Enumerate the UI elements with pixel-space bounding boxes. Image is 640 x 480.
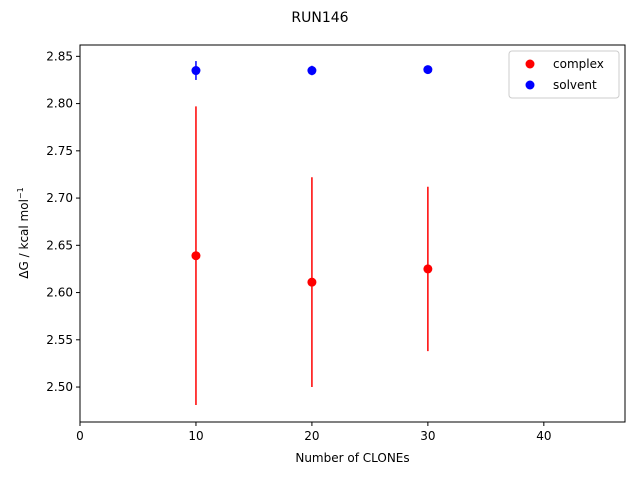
plot-area (79, 44, 626, 423)
y-tick-label: 2.70 (46, 191, 73, 205)
x-tick-label: 20 (304, 429, 319, 443)
solvent-point (191, 66, 201, 76)
x-tick-label: 40 (536, 429, 551, 443)
legend: complex solvent (508, 50, 620, 99)
axes-frame (79, 44, 626, 423)
complex-point (423, 264, 433, 274)
x-tick-label: 0 (76, 429, 84, 443)
y-tick-label: 2.55 (46, 333, 73, 347)
legend-marker-complex (525, 59, 535, 69)
complex-point (191, 251, 201, 261)
y-tick-label: 2.80 (46, 97, 73, 111)
y-axis: 2.50 2.55 2.60 2.65 2.70 2.75 2.80 2.85 (46, 49, 80, 394)
x-axis: 0 10 20 30 40 (76, 422, 551, 443)
chart-title: RUN146 (291, 10, 348, 26)
data-marks (191, 61, 433, 405)
x-axis-label: Number of CLONEs (295, 451, 409, 465)
legend-frame (508, 50, 620, 99)
x-tick-label: 30 (420, 429, 435, 443)
legend-marker-solvent (525, 80, 535, 90)
y-tick-label: 2.60 (46, 286, 73, 300)
y-tick-label: 2.65 (46, 238, 73, 252)
y-axis-label-superscript: −1 (16, 187, 25, 199)
solvent-point (423, 65, 433, 75)
solvent-point (307, 66, 317, 76)
complex-point (307, 277, 317, 287)
y-tick-label: 2.75 (46, 144, 73, 158)
y-tick-label: 2.50 (46, 380, 73, 394)
legend-label-solvent: solvent (553, 78, 597, 92)
x-tick-label: 10 (188, 429, 203, 443)
y-axis-label: ΔG / kcal mol−1 (16, 187, 31, 278)
y-axis-label-main: ΔG / kcal mol (17, 199, 31, 279)
legend-label-complex: complex (553, 57, 604, 71)
y-tick-label: 2.85 (46, 49, 73, 63)
